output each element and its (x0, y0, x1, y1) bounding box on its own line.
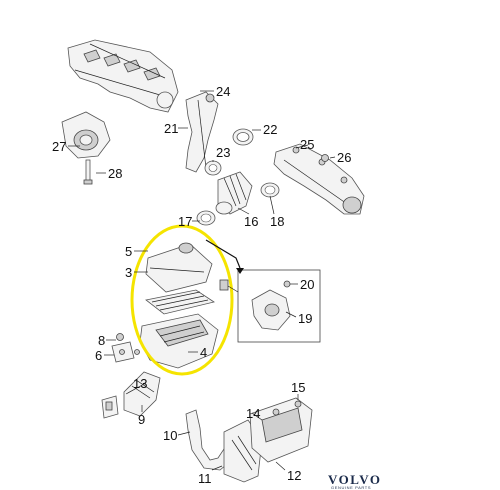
callout-15: 15 (291, 380, 305, 395)
highlight-outline (130, 224, 234, 376)
brand-tagline: GENUINE PARTS (331, 485, 371, 490)
callout-28: 28 (108, 166, 122, 181)
hose-clamp-drawing (196, 210, 216, 226)
volvo-logo: VOLVO GENUINE PARTS (328, 472, 381, 490)
callout-5: 5 (125, 244, 132, 259)
callout-8: 8 (98, 333, 105, 348)
callout-25: 25 (300, 137, 314, 152)
leader-lines (68, 90, 336, 471)
callout-21: 21 (164, 121, 178, 136)
callout-3: 3 (125, 265, 132, 280)
callout-14: 14 (246, 406, 260, 421)
seal-13-drawing (101, 395, 119, 419)
callout-10: 10 (163, 428, 177, 443)
callout-17: 17 (178, 214, 192, 229)
callout-labels: 24 21 22 27 23 25 26 28 17 16 18 5 3 20 … (52, 84, 351, 486)
callout-16: 16 (244, 214, 258, 229)
charge-pipe-drawing (273, 143, 365, 215)
screw-26-drawing (321, 154, 329, 162)
ring-drawing (260, 182, 280, 198)
air-cleaner-drawing (139, 242, 229, 369)
callout-12: 12 (287, 468, 301, 483)
throttle-body-drawing (61, 111, 111, 159)
callout-20: 20 (300, 277, 314, 292)
callout-9: 9 (138, 412, 145, 427)
corrugated-hose-drawing (215, 171, 253, 215)
callout-6: 6 (95, 348, 102, 363)
bolt-drawing (83, 159, 93, 185)
callout-24: 24 (216, 84, 230, 99)
detail-inset (205, 239, 321, 343)
air-inlet-duct-drawing (123, 371, 161, 417)
ecu-bracket-drawing (249, 397, 313, 463)
callout-19: 19 (298, 311, 312, 326)
callout-27: 27 (52, 139, 66, 154)
clamp-ring-drawing (232, 128, 254, 146)
intake-manifold-drawing (67, 39, 179, 113)
bracket-drawing (111, 341, 140, 363)
callout-11: 11 (198, 471, 212, 486)
callout-13: 13 (133, 376, 147, 391)
callout-26: 26 (337, 150, 351, 165)
callout-22: 22 (263, 122, 277, 137)
brand-name: VOLVO (328, 472, 381, 487)
grommet-drawing (116, 333, 124, 341)
callout-4: 4 (200, 345, 207, 360)
callout-23: 23 (216, 145, 230, 160)
intake-pipe-drawing (185, 91, 219, 173)
gasket-drawing (204, 160, 222, 176)
callout-18: 18 (270, 214, 284, 229)
